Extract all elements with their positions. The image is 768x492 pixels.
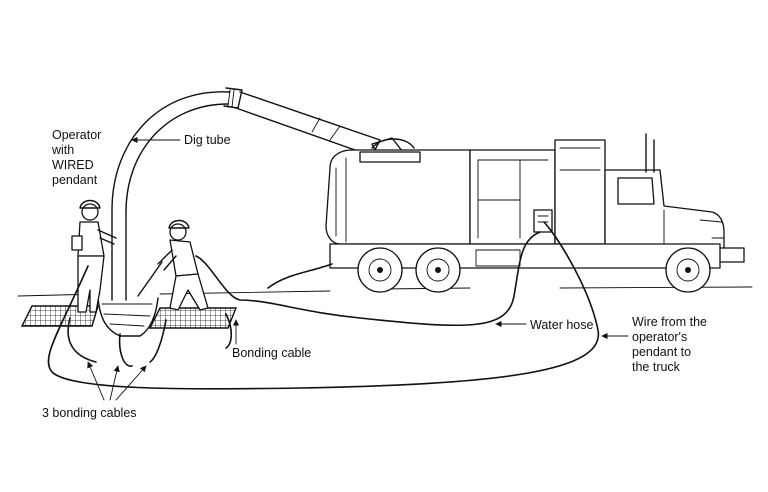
truck-front-wheel (665, 247, 711, 293)
pendant-wire (47, 221, 600, 390)
dig-tube-icon (111, 87, 407, 301)
label-operator-pendant: Operator with WIRED pendant (52, 128, 102, 187)
vacuum-excavation-truck-icon (325, 133, 745, 293)
excavation-hole (97, 297, 159, 337)
three-bonding-cables-arrows (87, 361, 147, 401)
label-dig-tube: Dig tube (184, 133, 231, 147)
water-hose (195, 231, 541, 327)
truck-rear-wheel-1 (357, 247, 403, 293)
truck-side-hose (267, 263, 333, 289)
right-grounding-mat-icon (148, 307, 238, 329)
worker-with-water-wand-icon (137, 219, 209, 311)
bonding-cable (225, 313, 233, 349)
label-water-hose: Water hose (530, 318, 594, 332)
label-wire-from-pendant: Wire from the operator's pendant to the … (632, 315, 708, 374)
truck-rear-wheel-2 (415, 247, 461, 293)
label-three-bonding-cables: 3 bonding cables (42, 406, 137, 420)
three-bonding-cables (67, 317, 167, 367)
label-bonding-cable: Bonding cable (232, 346, 312, 360)
worker-with-pendant-icon (71, 199, 117, 313)
ground-line (17, 286, 753, 297)
